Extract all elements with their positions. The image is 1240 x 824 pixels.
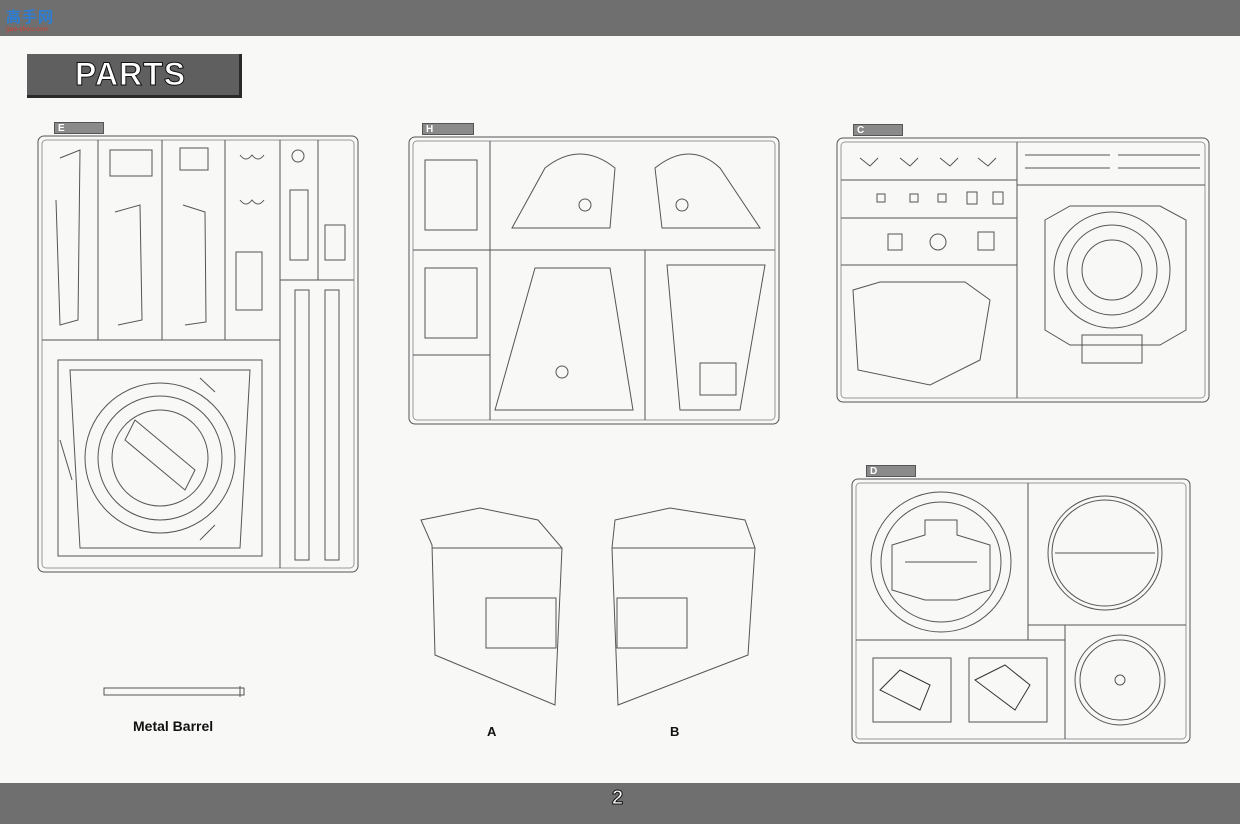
page-number: 2 (611, 787, 624, 810)
panel-b-label: B (670, 724, 680, 739)
metal-barrel-label: Metal Barrel (133, 718, 214, 734)
metal-barrel-diagram (103, 686, 245, 697)
site-watermark: 高手网 gao-shou.com (6, 6, 55, 33)
page-title: PARTS (74, 56, 187, 93)
top-band (0, 0, 1240, 36)
sprue-e-diagram (37, 135, 359, 573)
sprue-label-d: D (866, 465, 916, 477)
panel-a-diagram (420, 507, 563, 706)
sprue-label-h: H (422, 123, 474, 135)
sprue-label-c: C (853, 124, 903, 136)
sprue-label-e: E (54, 122, 104, 134)
panel-a-label: A (487, 724, 497, 739)
sprue-d-diagram (851, 478, 1191, 744)
watermark-logo-text: 高手网 (6, 8, 55, 26)
parts-heading-box: PARTS (27, 54, 242, 98)
sprue-c-diagram (836, 137, 1210, 403)
panel-b-diagram (611, 507, 756, 706)
sprue-h-diagram (408, 136, 780, 425)
bottom-band (0, 783, 1240, 824)
watermark-url: gao-shou.com (6, 26, 49, 33)
